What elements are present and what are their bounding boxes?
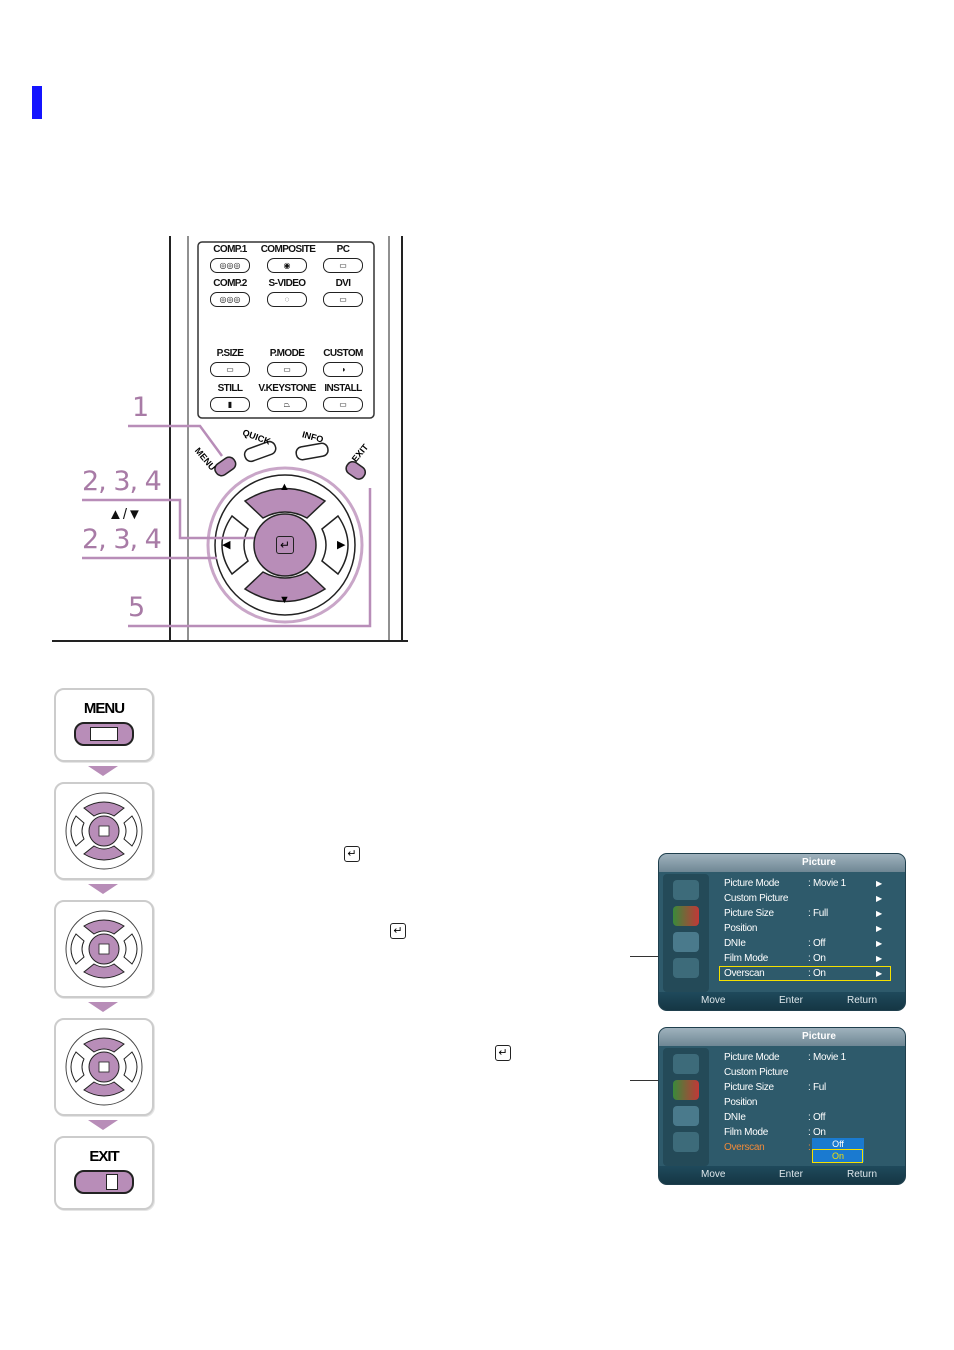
selection-highlight	[719, 966, 891, 981]
pmode-label: P.MODE	[269, 348, 305, 359]
enter-icon[interactable]: ↵	[276, 536, 294, 554]
flow-arrow-icon	[88, 1002, 118, 1012]
setup-icon	[673, 932, 699, 952]
osd-sidebar	[663, 874, 709, 992]
footer-move: Move	[701, 1169, 726, 1180]
step-5-label: 5	[128, 592, 145, 623]
osd-footer: Move Enter Return	[659, 1166, 905, 1184]
callout-line	[630, 1080, 658, 1081]
enter-icon: ↵	[495, 1045, 511, 1061]
osd-title: Picture	[802, 1031, 836, 1042]
step-menu-icon: MENU	[54, 688, 154, 762]
info-icon	[673, 958, 699, 978]
menu-key-label: MENU	[83, 700, 125, 717]
composite-label: COMPOSITE	[260, 244, 316, 255]
osd-row: Picture Size: Ful	[724, 1082, 826, 1093]
option-on[interactable]: On	[812, 1150, 864, 1162]
right-arrow-icon[interactable]: ▶	[337, 539, 346, 551]
pc-label: PC	[336, 244, 350, 255]
footer-move: Move	[701, 995, 726, 1006]
down-arrow-icon[interactable]: ▼	[279, 594, 290, 606]
menu-key-icon	[74, 722, 134, 746]
flow-arrow-icon	[88, 1120, 118, 1130]
step-234-label-a: 2, 3, 4	[82, 466, 162, 497]
pmode-button[interactable]: ▭	[267, 362, 307, 377]
svideo-label: S-VIDEO	[268, 278, 307, 289]
vkeystone-label: V.KEYSTONE	[258, 383, 316, 394]
osd-row: DNIe: Off	[724, 1112, 826, 1123]
osd-row[interactable]: DNIe: Off▶	[724, 938, 882, 949]
comp2-button[interactable]: ◎◎◎	[210, 292, 250, 307]
still-label: STILL	[217, 383, 243, 394]
install-label: INSTALL	[324, 383, 362, 394]
osd-overscan-menu: Picture Picture Mode: Movie 1 Custom Pic…	[658, 1027, 906, 1185]
psize-button[interactable]: ▭	[210, 362, 250, 377]
remote-illustration: COMP.1 ◎◎◎ COMPOSITE ◉ PC ▭ COMP.2 ◎◎◎ S…	[52, 236, 408, 646]
step-1-label: 1	[132, 392, 149, 423]
svideo-button[interactable]: ◌	[267, 292, 307, 307]
input-icon	[673, 880, 699, 900]
flow-arrow-icon	[88, 766, 118, 776]
custom-label: CUSTOM	[323, 348, 363, 359]
dvi-label: DVI	[335, 278, 351, 289]
footer-return: Return	[847, 995, 878, 1006]
step-nav-icon-1	[54, 782, 154, 880]
callout-line	[630, 956, 658, 957]
comp2-label: COMP.2	[213, 278, 247, 289]
osd-row: Position	[724, 1097, 758, 1108]
osd-row[interactable]: Picture Size: Full▶	[724, 908, 882, 919]
picture-icon	[673, 906, 699, 926]
osd-row[interactable]: Custom Picture▶	[724, 893, 882, 904]
osd-sidebar	[663, 1048, 709, 1166]
enter-icon: ↵	[390, 923, 406, 939]
left-arrow-icon[interactable]: ◀	[222, 539, 231, 551]
still-button[interactable]: ▮	[210, 397, 250, 412]
dvi-button[interactable]: ▭	[323, 292, 363, 307]
composite-button[interactable]: ◉	[267, 258, 307, 273]
up-arrow-icon[interactable]: ▲	[279, 481, 290, 493]
step-234-label-b: 2, 3, 4	[82, 524, 162, 555]
osd-title: Picture	[802, 857, 836, 868]
pc-button[interactable]: ▭	[323, 258, 363, 273]
flow-arrow-icon	[88, 884, 118, 894]
osd-row: Custom Picture	[724, 1067, 789, 1078]
info-icon	[673, 1132, 699, 1152]
option-off[interactable]: Off	[812, 1138, 864, 1150]
install-button[interactable]: ▭	[323, 397, 363, 412]
section-marker	[32, 86, 42, 119]
exit-key-label: EXIT	[89, 1148, 119, 1165]
osd-row-overscan[interactable]: Overscan:	[724, 1142, 811, 1153]
step-exit-icon: EXIT	[54, 1136, 154, 1210]
step-nav-icon-3	[54, 1018, 154, 1116]
enter-icon: ↵	[344, 846, 360, 862]
input-icon	[673, 1054, 699, 1074]
osd-footer: Move Enter Return	[659, 992, 905, 1010]
footer-enter: Enter	[779, 995, 803, 1006]
comp1-button[interactable]: ◎◎◎	[210, 258, 250, 273]
osd-row: Picture Mode: Movie 1	[724, 1052, 846, 1063]
exit-key-icon	[74, 1170, 134, 1194]
osd-row[interactable]: Picture Mode: Movie 1▶	[724, 878, 882, 889]
osd-row-overscan[interactable]: Overscan: On▶	[724, 968, 882, 979]
osd-picture-menu: Picture Picture Mode: Movie 1▶ Custom Pi…	[658, 853, 906, 1011]
comp1-label: COMP.1	[213, 244, 247, 255]
footer-enter: Enter	[779, 1169, 803, 1180]
psize-label: P.SIZE	[216, 348, 244, 359]
vkeystone-button[interactable]: ⏢	[267, 397, 307, 412]
osd-row[interactable]: Film Mode: On▶	[724, 953, 882, 964]
footer-return: Return	[847, 1169, 878, 1180]
setup-icon	[673, 1106, 699, 1126]
custom-button[interactable]: ◑	[323, 362, 363, 377]
selection-highlight	[812, 1149, 863, 1163]
updown-label: ▲/▼	[108, 506, 142, 523]
osd-row[interactable]: Position▶	[724, 923, 882, 934]
osd-row: Film Mode: On	[724, 1127, 826, 1138]
step-nav-icon-2	[54, 900, 154, 998]
picture-icon	[673, 1080, 699, 1100]
